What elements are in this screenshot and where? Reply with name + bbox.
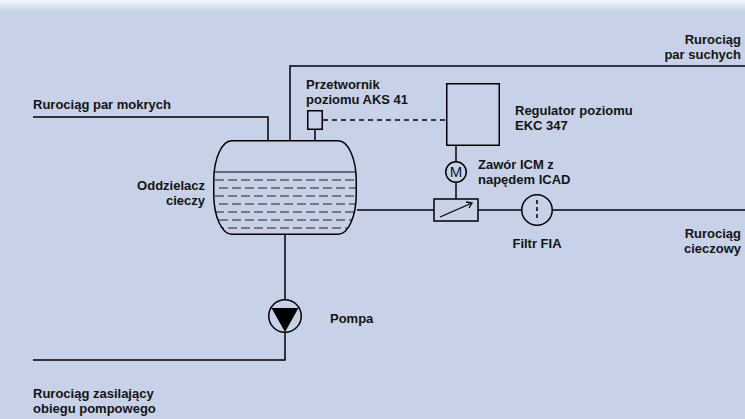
liquid-surface: [214, 171, 357, 172]
filter-mesh: [536, 200, 538, 220]
liquid-hatch: [219, 188, 356, 189]
level-controller-outline: [446, 83, 500, 146]
separator-vessel-outline: [213, 140, 357, 235]
level-transmitter: Przetwornik poziomu AKS 41: [307, 110, 323, 130]
pump-triangle: [272, 308, 299, 332]
vessel-shell: [214, 141, 357, 235]
valve-body: [434, 199, 478, 221]
liquid-hatch: [215, 228, 356, 229]
filter-symbol-outline: [521, 194, 553, 226]
circle-outline: [446, 162, 467, 183]
filter-circle: [522, 195, 553, 226]
valve-actuator: MZawór ICM z napędem ICAD: [445, 161, 467, 183]
node-label: Regulator poziomu EKC 347: [515, 103, 637, 133]
pipe-label: Rurociąg cieczowy: [677, 226, 741, 256]
symbol-letter: M: [445, 161, 467, 183]
liquid-hatch: [215, 196, 356, 197]
pump-circle: [269, 300, 302, 333]
box-outline: [308, 111, 323, 130]
pipe-label: Rurociąg par suchych: [662, 32, 741, 62]
pipe-line: [455, 146, 457, 161]
filter-symbol: Filtr FIA: [521, 194, 553, 226]
level-transmitter-outline: [307, 110, 323, 130]
liquid-pipe: [553, 209, 745, 211]
liquid-level: [214, 172, 357, 228]
pipe-label: Rurociąg par mokrych: [33, 97, 171, 112]
liquid-hatch: [219, 204, 356, 205]
valve-symbol: [466, 202, 472, 208]
liquid-hatch: [215, 212, 356, 213]
vessel-fill: [214, 141, 357, 235]
valve-symbol: [440, 203, 472, 217]
node-label: Przetwornik poziomu AKS 41: [306, 77, 412, 107]
pipe-label: Rurociąg zasilający obiegu pompowego: [33, 386, 160, 416]
actuator-stem: [455, 183, 457, 199]
node-label: Pompa: [330, 311, 373, 326]
pump-symbol-outline: [268, 299, 302, 333]
header-strip: [0, 0, 745, 12]
pipe-line: [284, 235, 286, 299]
node-label: Filtr FIA: [512, 236, 561, 251]
liquid-hatch: [219, 220, 356, 221]
node-label: Oddzielacz cieczy: [133, 178, 205, 208]
pump-symbol: Pompa: [268, 299, 302, 333]
node-label: Zawór ICM z napędem ICAD: [478, 157, 584, 187]
separator-vessel: Oddzielacz cieczy: [213, 140, 357, 235]
dry-vapour-pipe: [290, 66, 745, 140]
liquid-hatch: [215, 180, 356, 181]
level-controller: Regulator poziomu EKC 347: [446, 83, 500, 146]
wet-vapour-pipe: [33, 117, 268, 140]
pump-supply-pipe: [33, 333, 285, 360]
signal-line: [323, 119, 446, 121]
box-outline: [447, 84, 500, 146]
